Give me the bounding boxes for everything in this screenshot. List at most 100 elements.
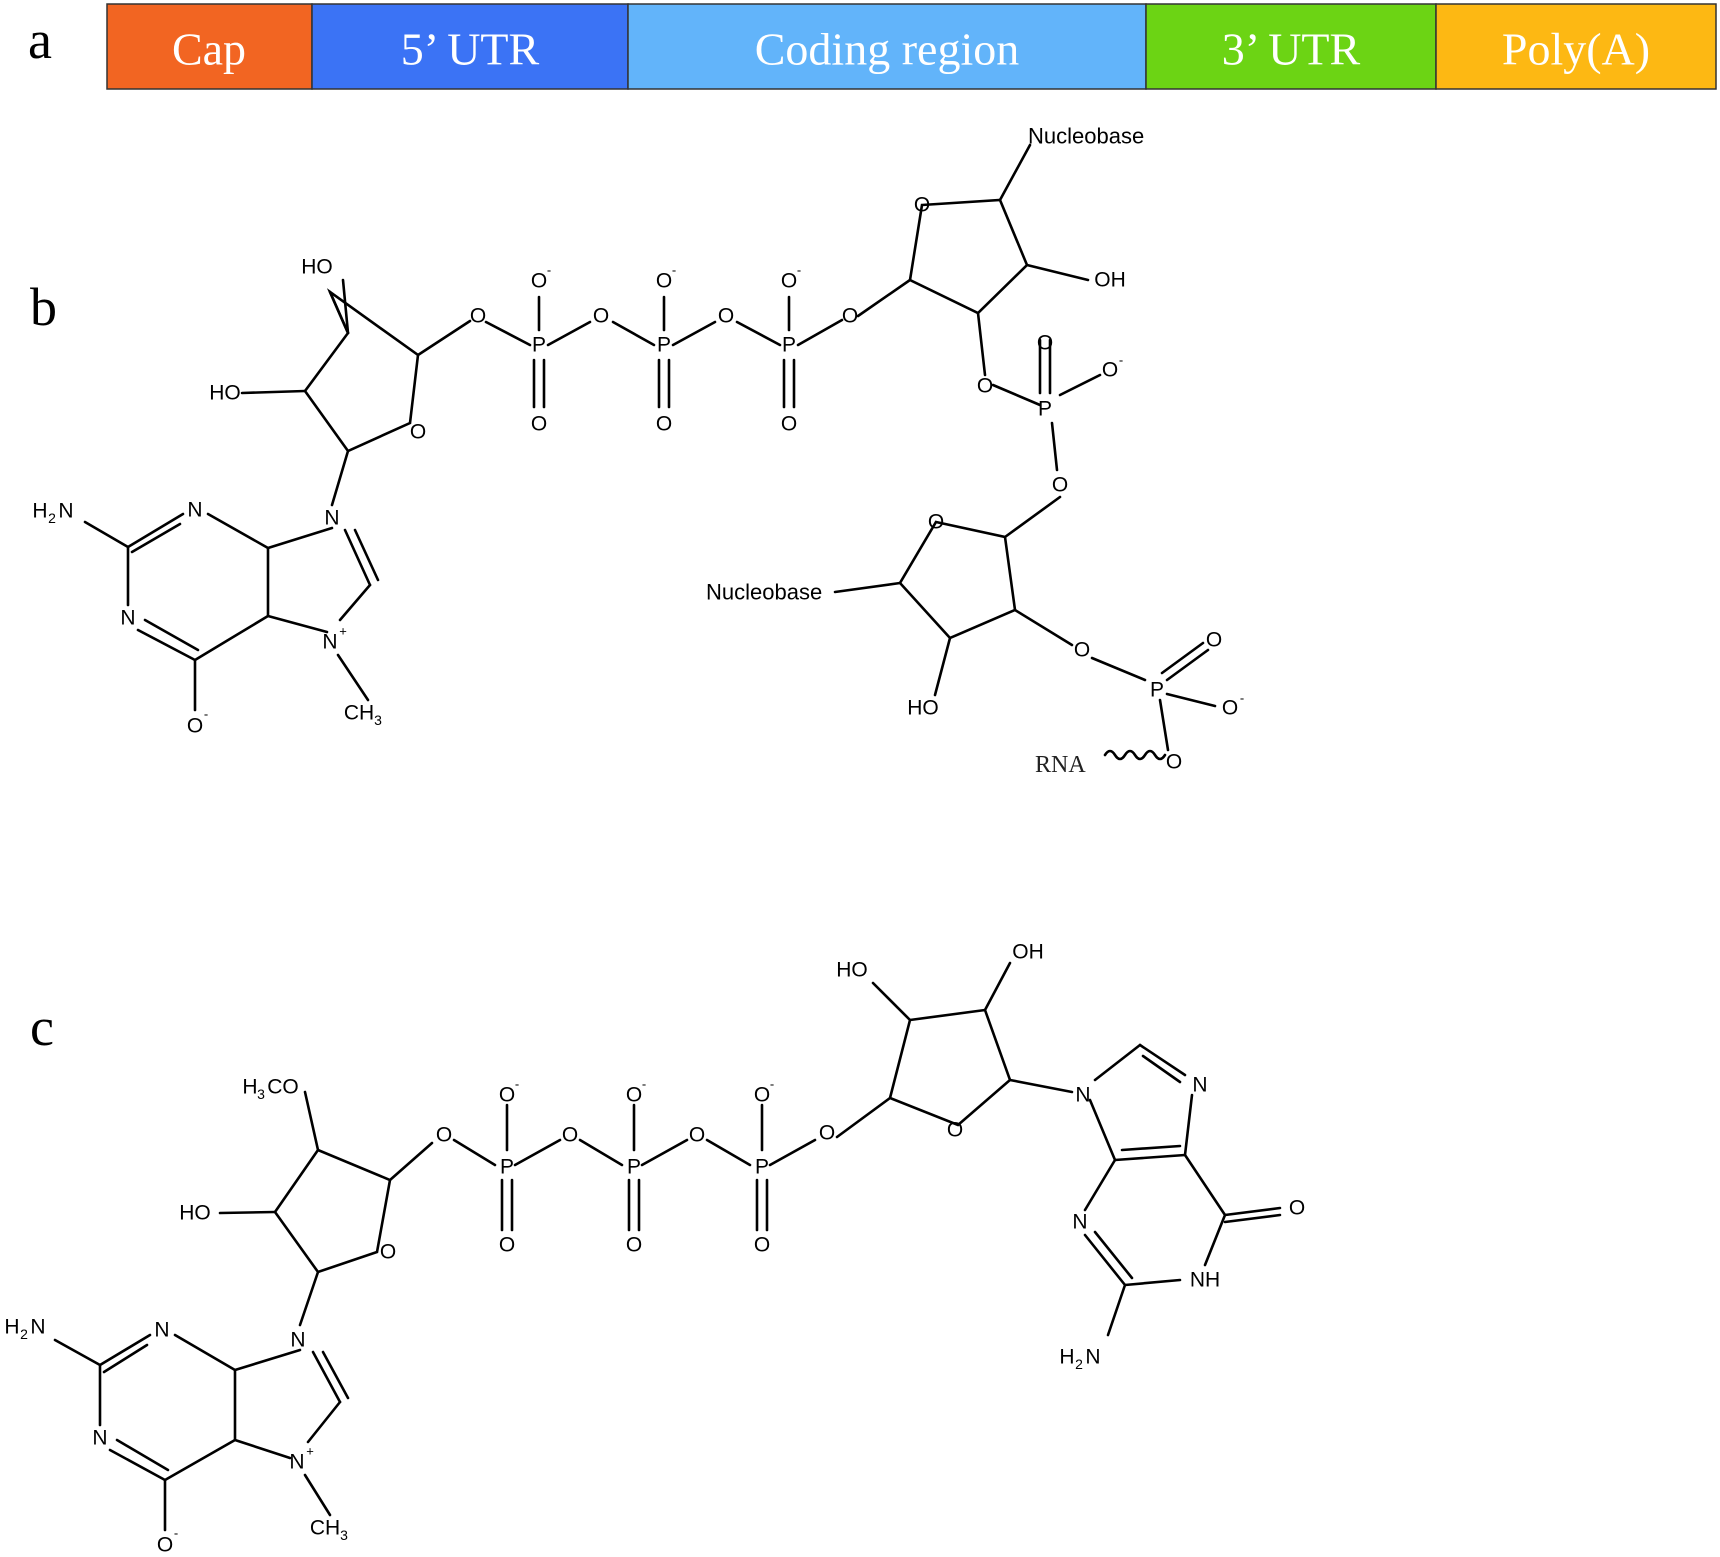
panel-label-b: b: [30, 277, 57, 337]
bond: [353, 528, 380, 582]
bond: [266, 526, 334, 550]
segment-polya-label: Poly(A): [1502, 24, 1650, 75]
amine-n: N: [1085, 1346, 1100, 1369]
methyl-label: CH: [310, 1517, 340, 1540]
oxygen-label: O: [499, 1084, 515, 1107]
bond: [233, 1438, 292, 1460]
bond: [303, 1090, 320, 1152]
bond: [338, 583, 372, 622]
bond: [343, 528, 372, 587]
rna-wavy-bond: [1103, 749, 1167, 761]
bond: [1203, 1213, 1227, 1267]
segment-cap-label: Cap: [172, 24, 246, 75]
bond: [983, 961, 1012, 1012]
bond: [115, 1438, 170, 1472]
amine-group: H 2 N: [4, 1316, 45, 1343]
segment-5utr-box: [311, 3, 629, 90]
methoxy-subscript: 3: [257, 1086, 265, 1102]
hydroxyl-label: HO: [209, 382, 241, 405]
oxygen-label: O: [1289, 1197, 1305, 1220]
charge-minus: -: [1119, 353, 1123, 368]
hydroxyl-label: OH: [1094, 269, 1126, 292]
oxygen-label: O: [531, 270, 547, 293]
bond: [330, 449, 350, 507]
bond: [546, 320, 592, 347]
bond: [130, 522, 182, 554]
oxygen-label: O: [1222, 697, 1238, 720]
charge-plus: +: [306, 1444, 314, 1459]
oxygen-label: O: [1206, 629, 1222, 652]
bond: [1141, 1054, 1182, 1084]
oxygen-label: O: [1102, 359, 1118, 382]
charge-minus: -: [642, 1077, 646, 1092]
nitrogen-label: N: [120, 607, 135, 630]
amine-h: H: [4, 1316, 19, 1339]
charge-minus: -: [672, 263, 676, 278]
bond: [1058, 373, 1102, 397]
panel-c: c: [4, 941, 1305, 1557]
bond: [173, 1333, 237, 1372]
amine-subscript: 2: [20, 1326, 28, 1342]
oxygen-label: O: [470, 305, 486, 328]
bond: [833, 581, 902, 594]
bond: [998, 143, 1032, 202]
oxygen-label: O: [531, 413, 547, 436]
bond: [143, 618, 200, 652]
bond: [1025, 263, 1090, 282]
ring-oxygen: O: [947, 1119, 963, 1142]
amine-group: H 2 N: [32, 500, 73, 527]
segment-3utr-label: 3’ UTR: [1222, 24, 1361, 75]
methyl-subscript: 3: [340, 1527, 348, 1543]
bond: [856, 278, 912, 318]
oxygen-label: O: [1052, 474, 1068, 497]
panel-b: b: [30, 124, 1244, 779]
segment-5utr-label: 5’ UTR: [401, 24, 540, 75]
bond: [311, 1350, 342, 1404]
bond: [735, 320, 782, 347]
nucleobase-label: Nucleobase: [1028, 124, 1144, 149]
bond: [1158, 698, 1170, 752]
segment-coding-region: Coding region: [627, 3, 1147, 90]
charge-minus: -: [797, 263, 801, 278]
bond: [193, 614, 270, 662]
oxygen-label: O: [781, 413, 797, 436]
ribose-ring-b1: [303, 288, 420, 453]
bond: [871, 981, 912, 1022]
bond: [1003, 495, 1062, 539]
phosphorus-label: P: [500, 1156, 514, 1179]
rna-label: RNA: [1035, 752, 1086, 778]
oxygen-label: O: [593, 305, 609, 328]
segment-cap-box: [106, 3, 313, 90]
nitrogen-label: N: [1192, 1074, 1207, 1097]
bond: [611, 320, 656, 347]
bond: [321, 1350, 350, 1400]
bond: [1106, 1283, 1127, 1337]
oxygen-label: O: [781, 270, 797, 293]
hydroxyl-label: HO: [836, 959, 868, 982]
amine-h: H: [1059, 1346, 1074, 1369]
bond: [218, 1210, 277, 1215]
segment-polya: Poly(A): [1435, 3, 1717, 90]
amine-n: N: [58, 500, 73, 523]
oxygen-label: O: [754, 1084, 770, 1107]
bond: [53, 1338, 102, 1367]
bond: [1165, 648, 1210, 682]
bond: [705, 1138, 752, 1167]
methyl-group: CH 3: [310, 1517, 348, 1544]
nitrogen-label: N: [290, 1329, 305, 1352]
methyl-subscript: 3: [374, 712, 382, 728]
nitrogen-label: N: [322, 631, 337, 654]
bond: [1008, 1078, 1074, 1094]
amine-n: N: [30, 1316, 45, 1339]
phosphorus-label: P: [627, 1156, 641, 1179]
oxygen-label: O: [626, 1234, 642, 1257]
panel-b-atoms: HO HO O O P O - O O P O - O O P O - O O …: [32, 124, 1244, 779]
phosphorus-label: P: [657, 334, 671, 357]
segment-3utr-box: [1145, 3, 1437, 90]
phosphorus-label: P: [1150, 679, 1164, 702]
phosphorus-label: P: [532, 334, 546, 357]
bond: [452, 1138, 497, 1167]
mrna-structure-bar: Cap 5’ UTR Coding region 3’ UTR Poly(A): [106, 3, 1717, 90]
bond: [1138, 1043, 1187, 1077]
bond: [1123, 1278, 1182, 1287]
